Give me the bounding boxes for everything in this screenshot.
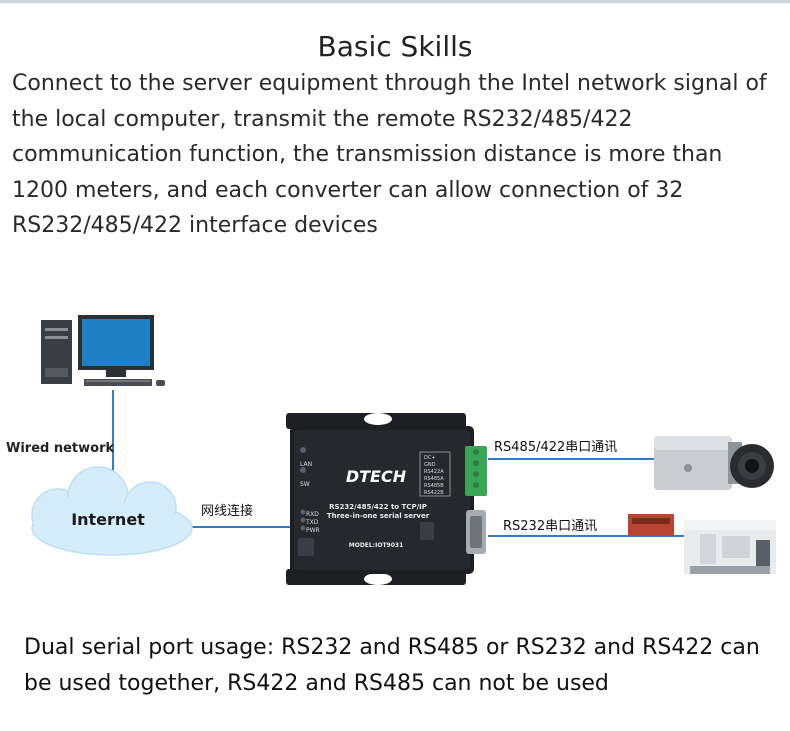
internet-label: Internet [71,510,145,529]
terminal-screw [473,471,479,477]
serial-server-device [286,413,474,585]
led-label-txd: TXD [305,519,319,526]
device-brand-logo: DTECH [346,467,407,486]
terminal-label: RS485B [424,483,444,489]
terminal-label: GND [424,462,436,468]
rs485-link-label: RS485/422串口通讯 [494,440,617,455]
rs232-link-label: RS232串口通讯 [503,519,597,534]
top-divider [0,0,790,3]
terminal-screw [473,460,479,466]
industrial-machine-icon [628,514,776,574]
terminal-label: RS485A [424,476,444,482]
led-label-sw: SW [300,481,310,488]
led-label-pwr: PWR [306,527,320,534]
page-title: Basic Skills [317,30,473,63]
led-label-rxd: RXD [306,511,319,518]
network-diagram: Wired network Internet 网线连接 LA [6,315,776,585]
device-model-label: MODEL:IOT9031 [349,542,404,549]
device-title-line1: RS232/485/422 to TCP/IP [329,503,427,511]
usage-note: Dual serial port usage: RS232 and RS485 … [24,635,760,696]
wired-network-label: Wired network [6,441,114,456]
terminal-screw [473,482,479,488]
terminal-screw [473,449,479,455]
led-label-lan: LAN [300,461,312,468]
intro-paragraph: Connect to the server equipment through … [12,71,767,238]
network-connection-label: 网线连接 [201,503,253,519]
terminal-label: RS422A [424,469,444,475]
terminal-label: RS422B [424,490,444,496]
terminal-label: DC+ [424,455,436,461]
db9-connector-inner [470,516,482,548]
ip-camera-icon [654,436,774,490]
device-terminal-labels: DC+ GND RS422A RS485A RS485B RS422B [424,455,444,496]
desktop-computer-icon [41,315,165,386]
device-led-labels: LAN SW RXD TXD PWR [300,461,320,534]
internet-cloud-icon [31,466,193,556]
device-title-line2: Three-in-one serial server [327,512,430,520]
